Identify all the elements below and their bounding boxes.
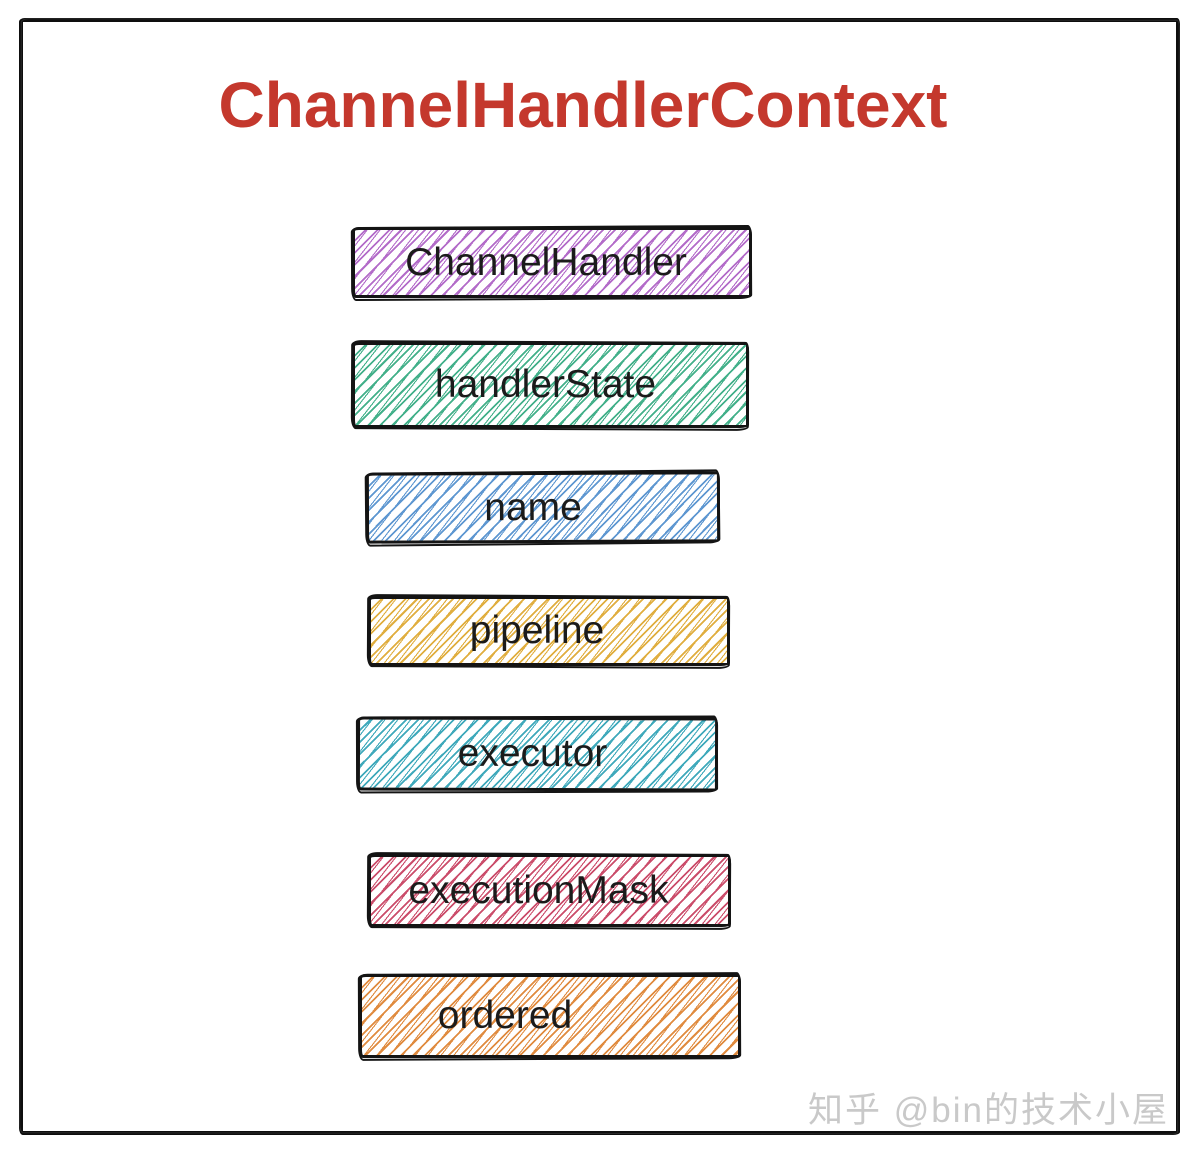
field-box-name: name [365,471,721,544]
field-label-handlerstate: handlerState [434,363,657,406]
field-label-executionmask: executionMask [408,868,669,912]
field-box-executor: executor [356,716,719,792]
field-box-ordered: ordered [359,974,741,1058]
diagram-frame [19,18,1180,1135]
diagram-title: ChannelHandlerContext [218,69,948,141]
field-label-pipeline: pipeline [469,609,605,652]
watermark: 知乎 @bin的技术小屋 [808,1091,1169,1130]
field-box-pipeline: pipeline [368,596,730,666]
field-label-executor: executor [457,731,608,776]
field-label-channelhandler: ChannelHandler [405,240,687,284]
field-box-handlerstate: handlerState [352,342,749,428]
field-label-name: name [484,485,582,529]
field-box-channelhandler: ChannelHandler [352,227,752,298]
field-label-ordered: ordered [437,994,573,1037]
field-box-executionmask: executionMask [368,854,731,927]
